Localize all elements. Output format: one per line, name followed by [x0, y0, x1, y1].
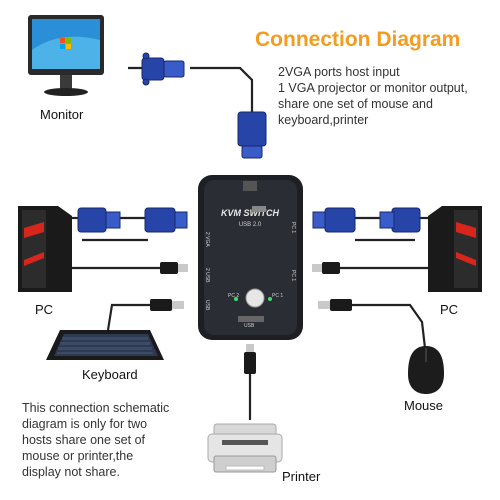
- monitor: [28, 15, 104, 96]
- cable-monitor-to-switch: [190, 66, 254, 112]
- cable-mouse: [350, 303, 427, 349]
- vga-connector-right-1: [312, 207, 356, 233]
- label-pc-right: PC: [440, 302, 459, 317]
- vga-connector-left-2: [144, 207, 188, 233]
- description-line: share one set of mouse and: [278, 97, 433, 111]
- printer: [207, 423, 283, 473]
- note-line: display not share.: [22, 465, 120, 479]
- label-printer: Printer: [282, 469, 321, 484]
- pc-tower-left: [18, 206, 72, 292]
- usb-plug-pc-right: [312, 262, 340, 274]
- description-line: 1 VGA projector or monitor output,: [278, 81, 468, 95]
- note-line: mouse or printer,the: [22, 449, 134, 463]
- note-line: hosts share one set of: [22, 433, 145, 447]
- description-line: 2VGA ports host input: [278, 65, 400, 79]
- led-pc1: [268, 297, 272, 301]
- switch-button[interactable]: [245, 288, 265, 308]
- windows-logo-icon: [60, 38, 71, 49]
- description-line: keyboard,printer: [278, 113, 369, 127]
- keyboard: [46, 330, 164, 360]
- monitor-stand: [60, 75, 72, 89]
- kvm-switch-name: KVM SWITCH: [221, 208, 279, 218]
- vga-connector-right-2: [379, 207, 421, 233]
- vga-connector-monitor: [141, 52, 185, 86]
- svg-text:PC 1: PC 1: [290, 270, 296, 281]
- kvm-switch-usb: USB 2.0: [239, 222, 262, 228]
- kvm-switch: KVM SWITCH USB 2.0 2 VGA PC 1 2 USB PC 1…: [198, 175, 303, 340]
- usb-plug-mouse: [318, 299, 352, 311]
- note-line: This connection schematic: [22, 401, 170, 415]
- usb-plug-printer: [244, 344, 256, 374]
- monitor-base: [44, 88, 88, 96]
- svg-text:2 VGA: 2 VGA: [204, 232, 210, 247]
- mouse: [408, 346, 444, 394]
- port-labels: 2 VGA PC 1 2 USB PC 1 PC 2 PC 1 USB USB: [204, 222, 296, 329]
- svg-text:PC 2: PC 2: [228, 293, 239, 299]
- svg-text:2 USB: 2 USB: [204, 268, 210, 283]
- label-pc-left: PC: [35, 302, 54, 317]
- diagram-title: Connection Diagram: [255, 28, 461, 51]
- pc-tower-right: [428, 206, 482, 292]
- svg-text:PC 1: PC 1: [290, 222, 296, 233]
- description: 2VGA ports host input 1 VGA projector or…: [278, 64, 468, 128]
- label-mouse: Mouse: [404, 398, 444, 413]
- vga-connector-left-1: [77, 207, 121, 233]
- note: This connection schematic diagram is onl…: [22, 400, 169, 480]
- usb-plug-keyboard: [150, 299, 184, 311]
- note-line: diagram is only for two: [22, 417, 148, 431]
- svg-text:USB: USB: [204, 300, 210, 311]
- svg-text:USB: USB: [244, 323, 255, 329]
- usb-plug-pc-left: [160, 262, 188, 274]
- usb-plugs: [150, 262, 352, 374]
- cable-keyboard: [106, 303, 150, 331]
- label-monitor: Monitor: [40, 107, 84, 122]
- vga-connectors: [77, 52, 421, 233]
- led-pc2: [234, 297, 238, 301]
- label-keyboard: Keyboard: [82, 367, 138, 382]
- vga-connector-switch-top: [237, 111, 267, 159]
- svg-text:PC 1: PC 1: [272, 293, 283, 299]
